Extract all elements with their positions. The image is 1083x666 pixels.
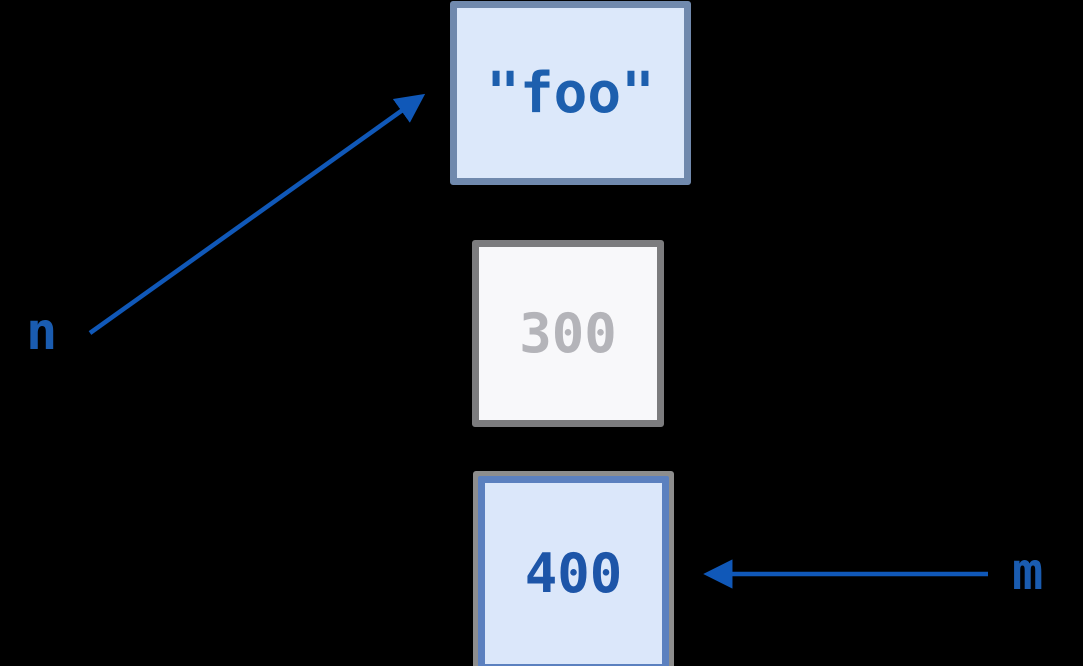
object-value-300: 300 — [519, 302, 617, 365]
object-value-400: 400 — [524, 542, 623, 605]
object-box-300: 300 — [472, 240, 664, 427]
variable-label-n: n — [26, 302, 58, 362]
arrow-n-to-foo — [88, 93, 426, 335]
object-box-foo: "foo" — [450, 1, 691, 185]
object-box-400: 400 — [478, 476, 669, 666]
object-box-400-outer-frame: 400 — [473, 471, 674, 666]
variable-label-m: m — [1012, 542, 1044, 602]
object-value-foo: "foo" — [486, 60, 655, 126]
